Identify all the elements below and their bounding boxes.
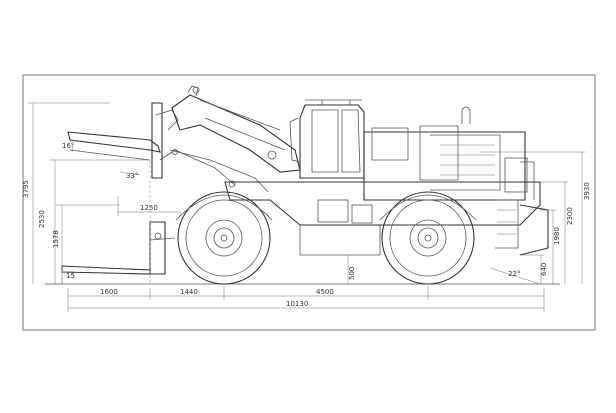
upper-fork-assembly xyxy=(67,102,179,179)
lower-fork-assembly xyxy=(61,221,176,275)
operator-cab xyxy=(289,99,365,179)
angle-rear-label: 22° xyxy=(508,270,520,278)
dim-height-1980: 1980 xyxy=(553,227,561,245)
dim-reach-1250: 1250 xyxy=(140,204,158,212)
angle-top-label: 16° xyxy=(62,142,74,150)
tilt-linkage xyxy=(159,149,236,188)
chassis-frame xyxy=(224,181,541,256)
drawing-frame xyxy=(22,74,596,331)
dim-length-total: 10130 xyxy=(286,300,308,308)
engine-body xyxy=(363,106,535,201)
boom-arm xyxy=(169,85,301,193)
right-dimension-lines xyxy=(480,151,585,284)
dim-height-3930: 3930 xyxy=(583,182,591,200)
dim-height-2530: 2530 xyxy=(38,210,46,228)
dim-clearance-500: 500 xyxy=(348,267,356,280)
rear-ladder xyxy=(495,199,549,256)
dim-height-1578: 1578 xyxy=(52,230,60,248)
left-dimension-lines xyxy=(28,102,150,284)
dim-height-640: 640 xyxy=(540,263,548,276)
dim-height-total: 3795 xyxy=(22,180,30,198)
front-fender xyxy=(175,194,273,221)
rear-wheel xyxy=(381,191,475,285)
front-wheel xyxy=(177,191,271,285)
angle-mid-label: 33° xyxy=(126,172,138,180)
dim-length-1440: 1440 xyxy=(180,288,198,296)
dim-length-4500: 4500 xyxy=(316,288,334,296)
bottom-dimension-lines xyxy=(67,286,545,312)
dim-length-1600: 1600 xyxy=(100,288,118,296)
rear-fender xyxy=(379,194,477,221)
dim-height-15: 15 xyxy=(66,272,75,280)
dim-height-2300: 2300 xyxy=(566,207,574,225)
